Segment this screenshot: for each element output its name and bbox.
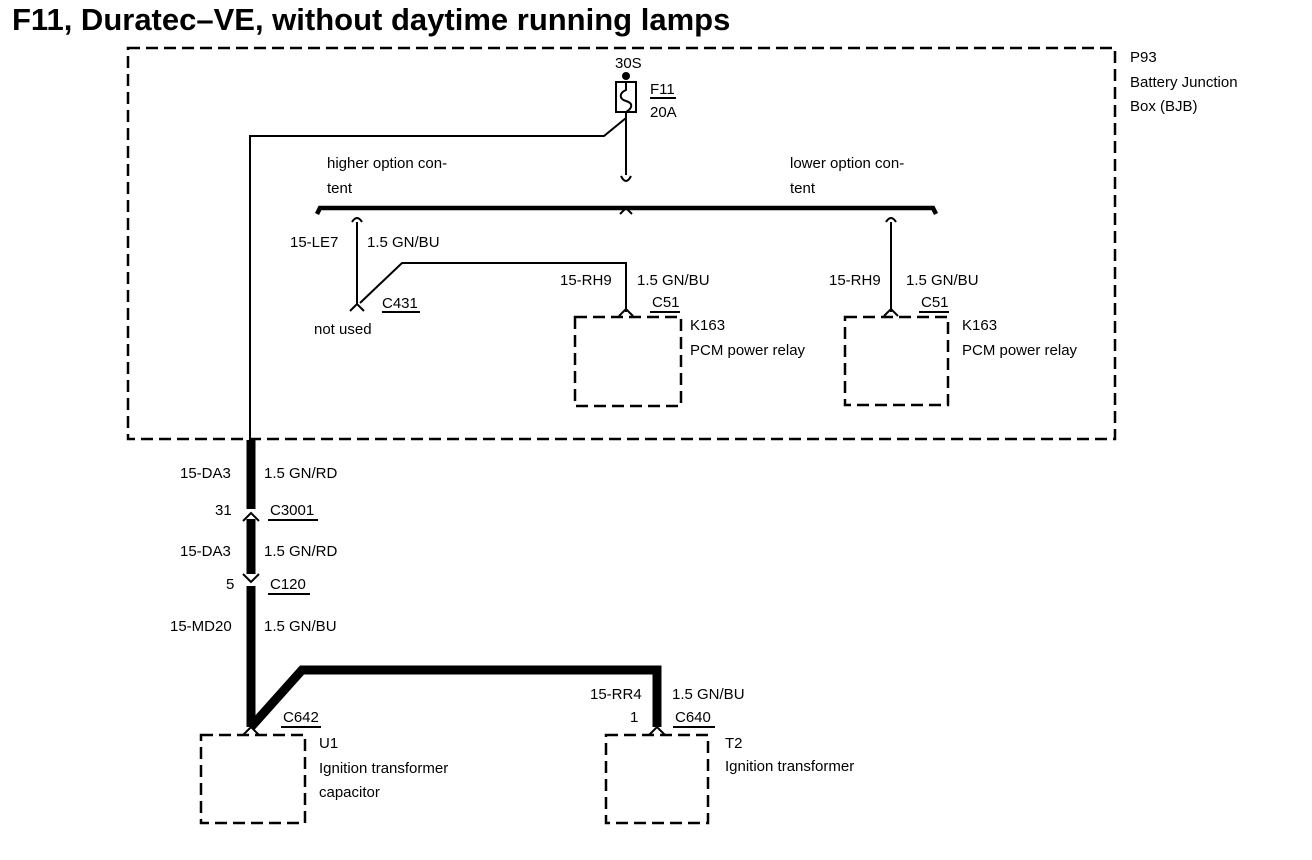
wire-md20-spec: 1.5 GN/BU — [264, 618, 337, 635]
wire-rr4-connector: C640 — [675, 709, 711, 726]
bjb-name-line1: Battery Junction — [1130, 74, 1238, 91]
lower-option-line2: tent — [790, 180, 816, 197]
conn-c120-symbol — [242, 573, 260, 584]
t2-box — [604, 733, 710, 825]
conn-c3001-pin: 31 — [215, 502, 232, 519]
relay-left-id: K163 — [690, 317, 725, 334]
relay-left-name: PCM power relay — [690, 342, 806, 359]
wire-rh9-left-spec: 1.5 GN/BU — [637, 272, 710, 289]
relay-right-box — [843, 315, 950, 407]
wire-da3-bottom-circuit: 15-DA3 — [180, 543, 231, 560]
fuse-f11 — [615, 72, 637, 113]
conn-c120-pin: 5 — [226, 576, 234, 593]
relay-left-box — [573, 315, 683, 408]
u1-connector: C642 — [283, 709, 319, 726]
wire-rr4-spec: 1.5 GN/BU — [672, 686, 745, 703]
u1-name-line1: Ignition transformer — [319, 760, 448, 777]
wire-le7-connector: C431 — [382, 295, 418, 312]
wire-md20-circuit: 15-MD20 — [170, 618, 232, 635]
wire-fuse-to-bus — [620, 112, 632, 182]
conn-c3001-id: C3001 — [270, 502, 314, 519]
fuse-rating: 20A — [650, 104, 677, 121]
wire-rh9-right-connector: C51 — [921, 294, 949, 311]
higher-option-line2: tent — [327, 180, 353, 197]
relay-right-name: PCM power relay — [962, 342, 1078, 359]
wire-le7-circuit: 15-LE7 — [290, 234, 338, 251]
bjb-id: P93 — [1130, 49, 1157, 66]
wire-rh9-left — [359, 262, 634, 317]
wire-da3-top-circuit: 15-DA3 — [180, 465, 231, 482]
bjb-name-line2: Box (BJB) — [1130, 98, 1198, 115]
relay-right-id: K163 — [962, 317, 997, 334]
wire-rh9-right — [883, 217, 899, 317]
wire-le7-note: not used — [314, 321, 372, 338]
u1-id: U1 — [319, 735, 338, 752]
wire-rh9-right-circuit: 15-RH9 — [829, 272, 881, 289]
lower-option-line1: lower option con- — [790, 155, 904, 172]
higher-option-line1: higher option con- — [327, 155, 447, 172]
wire-da3-bottom-spec: 1.5 GN/RD — [264, 543, 338, 560]
fuse-supply: 30S — [615, 55, 642, 72]
wire-rh9-left-connector: C51 — [652, 294, 680, 311]
wire-rr4 — [247, 665, 662, 731]
wire-rr4-pin: 1 — [630, 709, 638, 726]
conn-c3001-symbol — [242, 511, 260, 522]
wire-le7-spec: 1.5 GN/BU — [367, 234, 440, 251]
u1-box — [199, 733, 307, 825]
conn-c640-symbol — [648, 725, 666, 736]
conn-c120-id: C120 — [270, 576, 306, 593]
bjb-outline — [126, 46, 1117, 441]
fuse-id: F11 — [650, 81, 675, 98]
t2-id: T2 — [725, 735, 743, 752]
wire-le7 — [349, 217, 365, 312]
page-title: F11, Duratec–VE, without daytime running… — [12, 2, 731, 37]
wire-da3-top-spec: 1.5 GN/RD — [264, 465, 338, 482]
u1-name-line2: capacitor — [319, 784, 380, 801]
wire-rr4-circuit: 15-RR4 — [590, 686, 642, 703]
t2-name: Ignition transformer — [725, 758, 854, 775]
option-bus-center-tick — [619, 206, 633, 215]
wire-rh9-left-circuit: 15-RH9 — [560, 272, 612, 289]
wire-rh9-right-spec: 1.5 GN/BU — [906, 272, 979, 289]
